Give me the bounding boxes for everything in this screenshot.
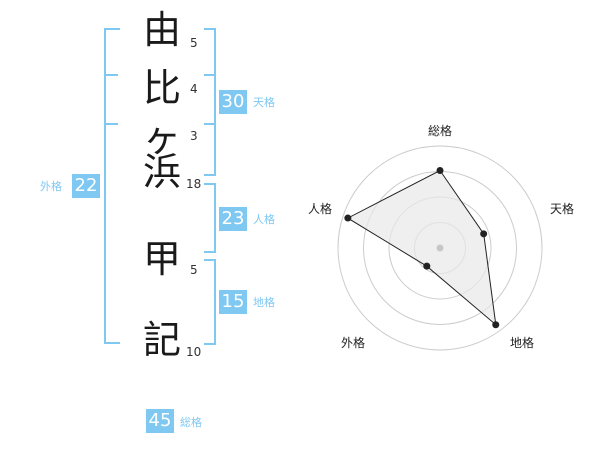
char-divider-2: [106, 123, 118, 125]
jinkaku-bracket: [204, 183, 216, 253]
soukaku-label: 総格: [180, 416, 202, 429]
name-char-3: ヶ: [142, 116, 181, 160]
radar-polygon: [346, 169, 497, 326]
radar-axis-label-tenkaku: 天格: [550, 202, 575, 216]
chikaku-label: 地格: [253, 296, 275, 309]
jinkaku-label: 人格: [253, 213, 275, 226]
tenkaku-label: 天格: [253, 96, 275, 109]
radar-ring: [363, 171, 517, 325]
char-divider-1: [106, 74, 118, 76]
gaikaku-label: 外格: [40, 180, 62, 193]
stroke-count-5: 5: [190, 263, 198, 277]
radar-point-4: [423, 262, 431, 270]
char-divider-3: [204, 74, 214, 76]
radar-axis-label-soukaku: 総格: [428, 124, 453, 138]
name-char-4: 浜: [142, 150, 181, 194]
name-char-2: 比: [142, 66, 181, 110]
radar-ring: [337, 145, 543, 351]
name-char-5: 甲: [142, 237, 181, 281]
tenkaku-bracket: [204, 28, 216, 176]
stroke-count-4: 18: [186, 177, 202, 191]
stroke-count-2: 4: [190, 82, 198, 96]
radar-rings: [337, 145, 543, 351]
gaikaku-bracket: [104, 28, 120, 344]
char-divider-4: [204, 123, 214, 125]
soukaku-score: 45: [146, 409, 174, 433]
radar-ring: [414, 222, 466, 274]
stroke-count-1: 5: [190, 36, 198, 50]
name-char-6: 記: [142, 318, 181, 362]
radar-ring: [388, 196, 492, 300]
jinkaku-score: 23: [219, 207, 247, 231]
tenkaku-score: 30: [219, 90, 247, 114]
radar-point-2: [480, 230, 488, 238]
radar-points: [344, 166, 500, 329]
radar-axis-label-chikaku: 地格: [510, 336, 535, 350]
radar-center-dot: [436, 244, 444, 252]
radar-axis-label-gaikaku: 外格: [341, 336, 366, 350]
stroke-count-3: 3: [190, 129, 198, 143]
name-char-1: 由: [142, 8, 181, 52]
chikaku-bracket: [204, 259, 216, 345]
radar-axis-label-jinkaku: 人格: [308, 202, 333, 216]
gaikaku-score: 22: [72, 174, 100, 198]
radar-point-1: [436, 166, 444, 174]
chikaku-score: 15: [219, 290, 247, 314]
radar-point-5: [344, 214, 352, 222]
radar-point-3: [492, 321, 500, 329]
stroke-count-6: 10: [186, 345, 202, 359]
